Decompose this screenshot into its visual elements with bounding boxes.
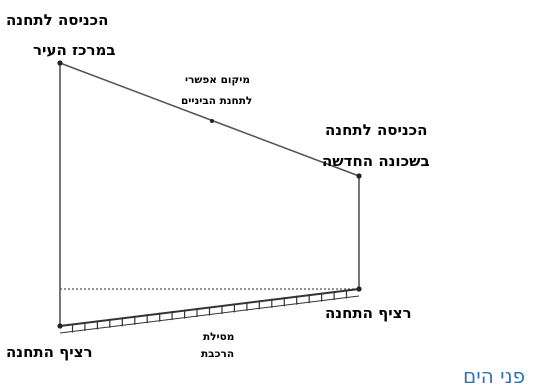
intermediate-station-label-line2: לתחנת הביניים <box>181 95 252 107</box>
city-entrance-point <box>57 60 63 66</box>
sea-level-label: פני הים <box>463 364 525 388</box>
railway-track-label-line1: מסילת <box>203 331 234 343</box>
right-platform-point <box>356 286 362 292</box>
city-entrance-label-line2: במרכז העיר <box>33 41 116 59</box>
railway-track-ties <box>59 289 360 334</box>
platform-right-label: רציף התחנה <box>325 304 412 322</box>
platform-left-label: רציף התחנה <box>6 343 93 361</box>
city-entrance-label-line1: הכניסה לתחנה <box>6 11 108 29</box>
intermediate-station-point <box>210 119 214 123</box>
new-entrance-label-line2: בשכונה החדשה <box>322 152 430 170</box>
railway-track-label-line2: הרכבת <box>201 348 234 360</box>
new-entrance-point <box>356 173 362 179</box>
upper-slope-line <box>59 62 360 177</box>
railway-track-lower-rail <box>59 295 360 334</box>
new-entrance-label-line1: הכניסה לתחנה <box>325 121 427 139</box>
intermediate-station-label-line1: מיקום אפשרי <box>185 74 250 86</box>
left-platform-point <box>57 323 63 329</box>
